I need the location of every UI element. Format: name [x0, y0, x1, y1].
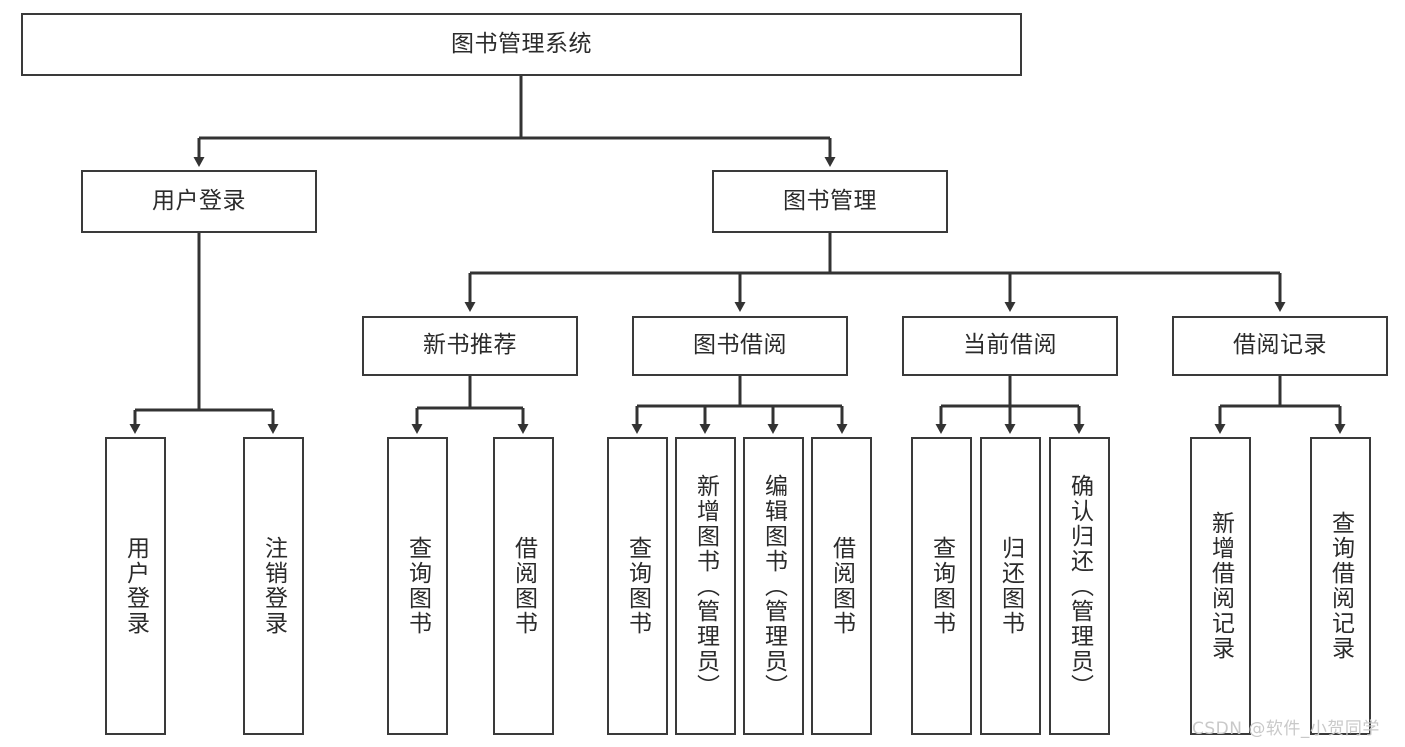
node-label: 注销登录: [260, 536, 287, 636]
node-label: 编辑图书（管理员）: [760, 473, 787, 699]
node-label: 新书推荐: [423, 332, 517, 359]
node-label: 用户登录: [122, 536, 149, 636]
node-label: 新增借阅记录: [1207, 511, 1234, 661]
node-label: 查询图书: [928, 536, 955, 636]
node-label: 借阅图书: [510, 536, 537, 636]
node-label: 图书借阅: [693, 332, 787, 359]
node-book-management[interactable]: 图书管理: [712, 170, 948, 233]
node-label: 当前借阅: [963, 332, 1057, 359]
node-user-login[interactable]: 用户登录: [81, 170, 317, 233]
leaf-borrow-record-query[interactable]: 查询借阅记录: [1310, 437, 1371, 735]
leaf-new-book-query[interactable]: 查询图书: [387, 437, 448, 735]
node-new-book-recommend[interactable]: 新书推荐: [362, 316, 578, 376]
node-label: 归还图书: [997, 536, 1024, 636]
node-borrow-record[interactable]: 借阅记录: [1172, 316, 1388, 376]
leaf-book-borrow-borrow[interactable]: 借阅图书: [811, 437, 872, 735]
node-label: 图书管理系统: [451, 30, 592, 57]
leaf-new-book-borrow[interactable]: 借阅图书: [493, 437, 554, 735]
node-label: 新增图书（管理员）: [692, 473, 719, 699]
node-book-borrow[interactable]: 图书借阅: [632, 316, 848, 376]
node-label: 借阅记录: [1233, 332, 1327, 359]
leaf-user-login-logout[interactable]: 注销登录: [243, 437, 304, 735]
node-label: 用户登录: [152, 187, 246, 214]
node-label: 查询图书: [404, 536, 431, 636]
leaf-book-borrow-edit-admin[interactable]: 编辑图书（管理员）: [743, 437, 804, 735]
leaf-borrow-record-add[interactable]: 新增借阅记录: [1190, 437, 1251, 735]
leaf-current-borrow-query[interactable]: 查询图书: [911, 437, 972, 735]
csdn-watermark: CSDN @软件_小贺同学: [1192, 719, 1380, 739]
node-label: 查询图书: [624, 536, 651, 636]
leaf-user-login-login[interactable]: 用户登录: [105, 437, 166, 735]
leaf-book-borrow-query[interactable]: 查询图书: [607, 437, 668, 735]
node-label: 图书管理: [783, 187, 877, 214]
leaf-current-borrow-return[interactable]: 归还图书: [980, 437, 1041, 735]
node-current-borrow[interactable]: 当前借阅: [902, 316, 1118, 376]
node-label: 确认归还（管理员）: [1066, 473, 1093, 699]
leaf-current-borrow-confirm-return-admin[interactable]: 确认归还（管理员）: [1049, 437, 1110, 735]
node-label: 借阅图书: [828, 536, 855, 636]
node-root-book-management-system[interactable]: 图书管理系统: [21, 13, 1022, 76]
leaf-book-borrow-add-admin[interactable]: 新增图书（管理员）: [675, 437, 736, 735]
node-label: 查询借阅记录: [1327, 511, 1354, 661]
